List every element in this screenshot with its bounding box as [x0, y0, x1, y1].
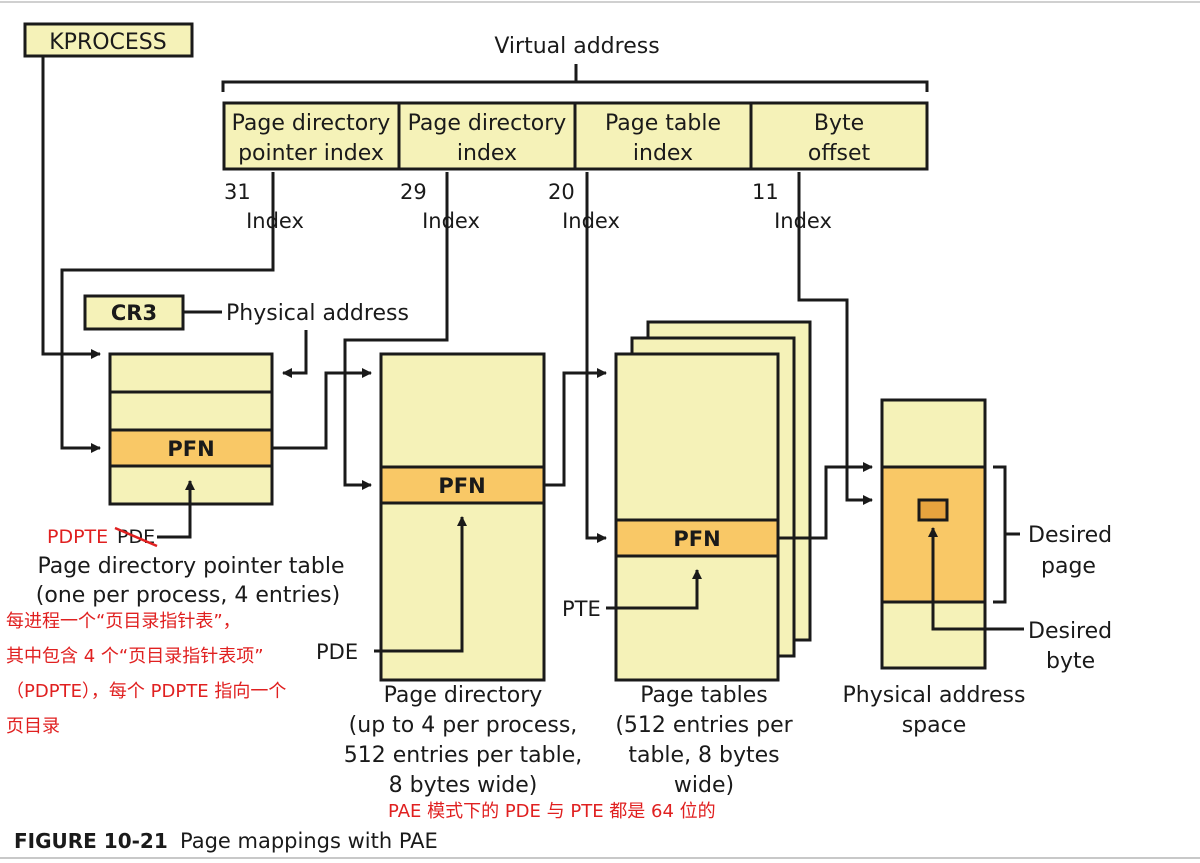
pt-caption-3: table, 8 bytes	[628, 743, 779, 768]
pt-caption-2: (512 entries per	[615, 713, 793, 738]
red-note-3: （PDPTE），每个 PDPTE 指向一个	[6, 681, 286, 702]
svg-text:Page directory: Page directory	[232, 111, 391, 136]
figure-caption: Page mappings with PAE	[180, 829, 438, 853]
pd-pfn-label: PFN	[438, 474, 485, 498]
page-tables-stack: PFN	[614, 320, 812, 682]
desired-page-bracket	[993, 465, 1020, 604]
bit-20: 20	[548, 180, 575, 204]
svg-text:Byte: Byte	[814, 111, 864, 136]
desired-page-label-2: page	[1041, 554, 1096, 579]
desired-byte-label-1: Desired	[1028, 619, 1112, 644]
pd-caption-2: (up to 4 per process,	[349, 713, 578, 738]
pd-caption-1: Page directory	[384, 683, 543, 708]
pdpt-pfn-label: PFN	[167, 437, 214, 461]
svg-text:offset: offset	[808, 141, 871, 166]
red-note-4: 页目录	[6, 716, 60, 737]
index-label-2: Index	[422, 209, 480, 233]
pde-label: PDE	[316, 640, 358, 664]
kprocess-label: KPROCESS	[49, 30, 167, 55]
red-note-1: 每进程一个“页目录指针表”，	[6, 611, 241, 632]
cr3-box: CR3	[83, 294, 185, 331]
va-field-byte-offset: Byte offset	[749, 101, 929, 171]
desired-byte-label-2: byte	[1046, 649, 1095, 674]
pdpt-table: PFN	[108, 352, 274, 506]
pt-caption-1: Page tables	[640, 683, 767, 708]
bit-31: 31	[224, 180, 251, 204]
va-field-pd-index: Page directory index	[397, 101, 577, 171]
bit-11: 11	[752, 180, 779, 204]
svg-text:index: index	[633, 141, 693, 166]
pd-caption-3: 512 entries per table,	[344, 743, 583, 768]
svg-text:pointer index: pointer index	[238, 141, 384, 166]
pt-caption-4: wide)	[674, 773, 734, 798]
va-field-pdp-index: Page directory pointer index	[222, 101, 401, 171]
pdpt-caption-2: (one per process, 4 entries)	[36, 583, 340, 608]
bit-29: 29	[400, 180, 427, 204]
cr3-label: CR3	[111, 301, 157, 325]
physical-address-label: Physical address	[226, 301, 409, 326]
desired-byte-marker	[917, 498, 949, 522]
phys-caption-1: Physical address	[843, 683, 1026, 708]
svg-text:Page directory: Page directory	[408, 111, 567, 136]
svg-text:Page table: Page table	[605, 111, 721, 136]
va-field-pt-index: Page table index	[573, 101, 753, 171]
desired-page-label-1: Desired	[1028, 523, 1112, 548]
strikeout-mark	[114, 526, 158, 548]
index-label-4: Index	[774, 209, 832, 233]
pdpte-label: PDPTE	[47, 526, 108, 548]
phys-caption-2: space	[902, 713, 967, 738]
virtual-address-label: Virtual address	[494, 34, 659, 59]
pt-pfn-label: PFN	[673, 527, 720, 551]
pdpt-caption-1: Page directory pointer table	[37, 554, 344, 579]
red-bottom-note: PAE 模式下的 PDE 与 PTE 都是 64 位的	[388, 801, 716, 822]
svg-text:index: index	[457, 141, 517, 166]
pte-label: PTE	[562, 597, 601, 621]
figure-label: FIGURE 10-21	[14, 829, 168, 853]
index-label-3: Index	[562, 209, 620, 233]
pd-caption-4: 8 bytes wide)	[389, 773, 538, 798]
virtual-address-bracket	[221, 64, 929, 92]
red-note-2: 其中包含 4 个“页目录指针表项”	[6, 646, 264, 667]
index-label-1: Index	[246, 209, 304, 233]
kprocess-box: KPROCESS	[23, 22, 194, 58]
